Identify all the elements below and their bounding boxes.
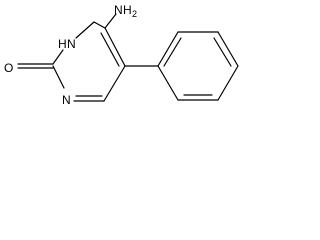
atom-label-n-amide: N — [67, 37, 76, 51]
bond-c4-nh2 — [104, 13, 117, 29]
atom-label-h-amino: H — [123, 3, 132, 17]
phenyl-double-1 — [163, 37, 182, 67]
bond-c4-n3 — [75, 21, 95, 39]
atom-label-n-bottom: N — [62, 93, 71, 107]
phenyl-bond-4 — [217, 65, 239, 101]
phenyl-bond-1 — [157, 31, 179, 67]
bond-c5-c4 — [104, 27, 126, 67]
phenyl-bond-6 — [157, 65, 179, 101]
bond-c6-c5 — [103, 65, 126, 102]
atom-label-h-amino-subscript: 2 — [132, 9, 137, 19]
structure-canvas: O H N N N H 2 — [0, 0, 251, 120]
bond-c5-c4-double — [100, 32, 120, 67]
atom-label-h-on-n: H — [58, 37, 67, 51]
atom-labels: O H N N N H 2 — [4, 3, 137, 107]
phenyl-bond-3 — [217, 31, 239, 67]
atom-label-n-amino: N — [114, 3, 123, 17]
atom-label-o: O — [4, 61, 13, 75]
phenyl-double-2 — [213, 37, 232, 67]
bond-c4-link — [93, 21, 106, 29]
molecule-structure: O H N N N H 2 — [4, 3, 239, 107]
bond-n3-c2 — [52, 49, 64, 65]
bond-c2-n1 — [52, 65, 65, 89]
bonds — [17, 13, 239, 102]
